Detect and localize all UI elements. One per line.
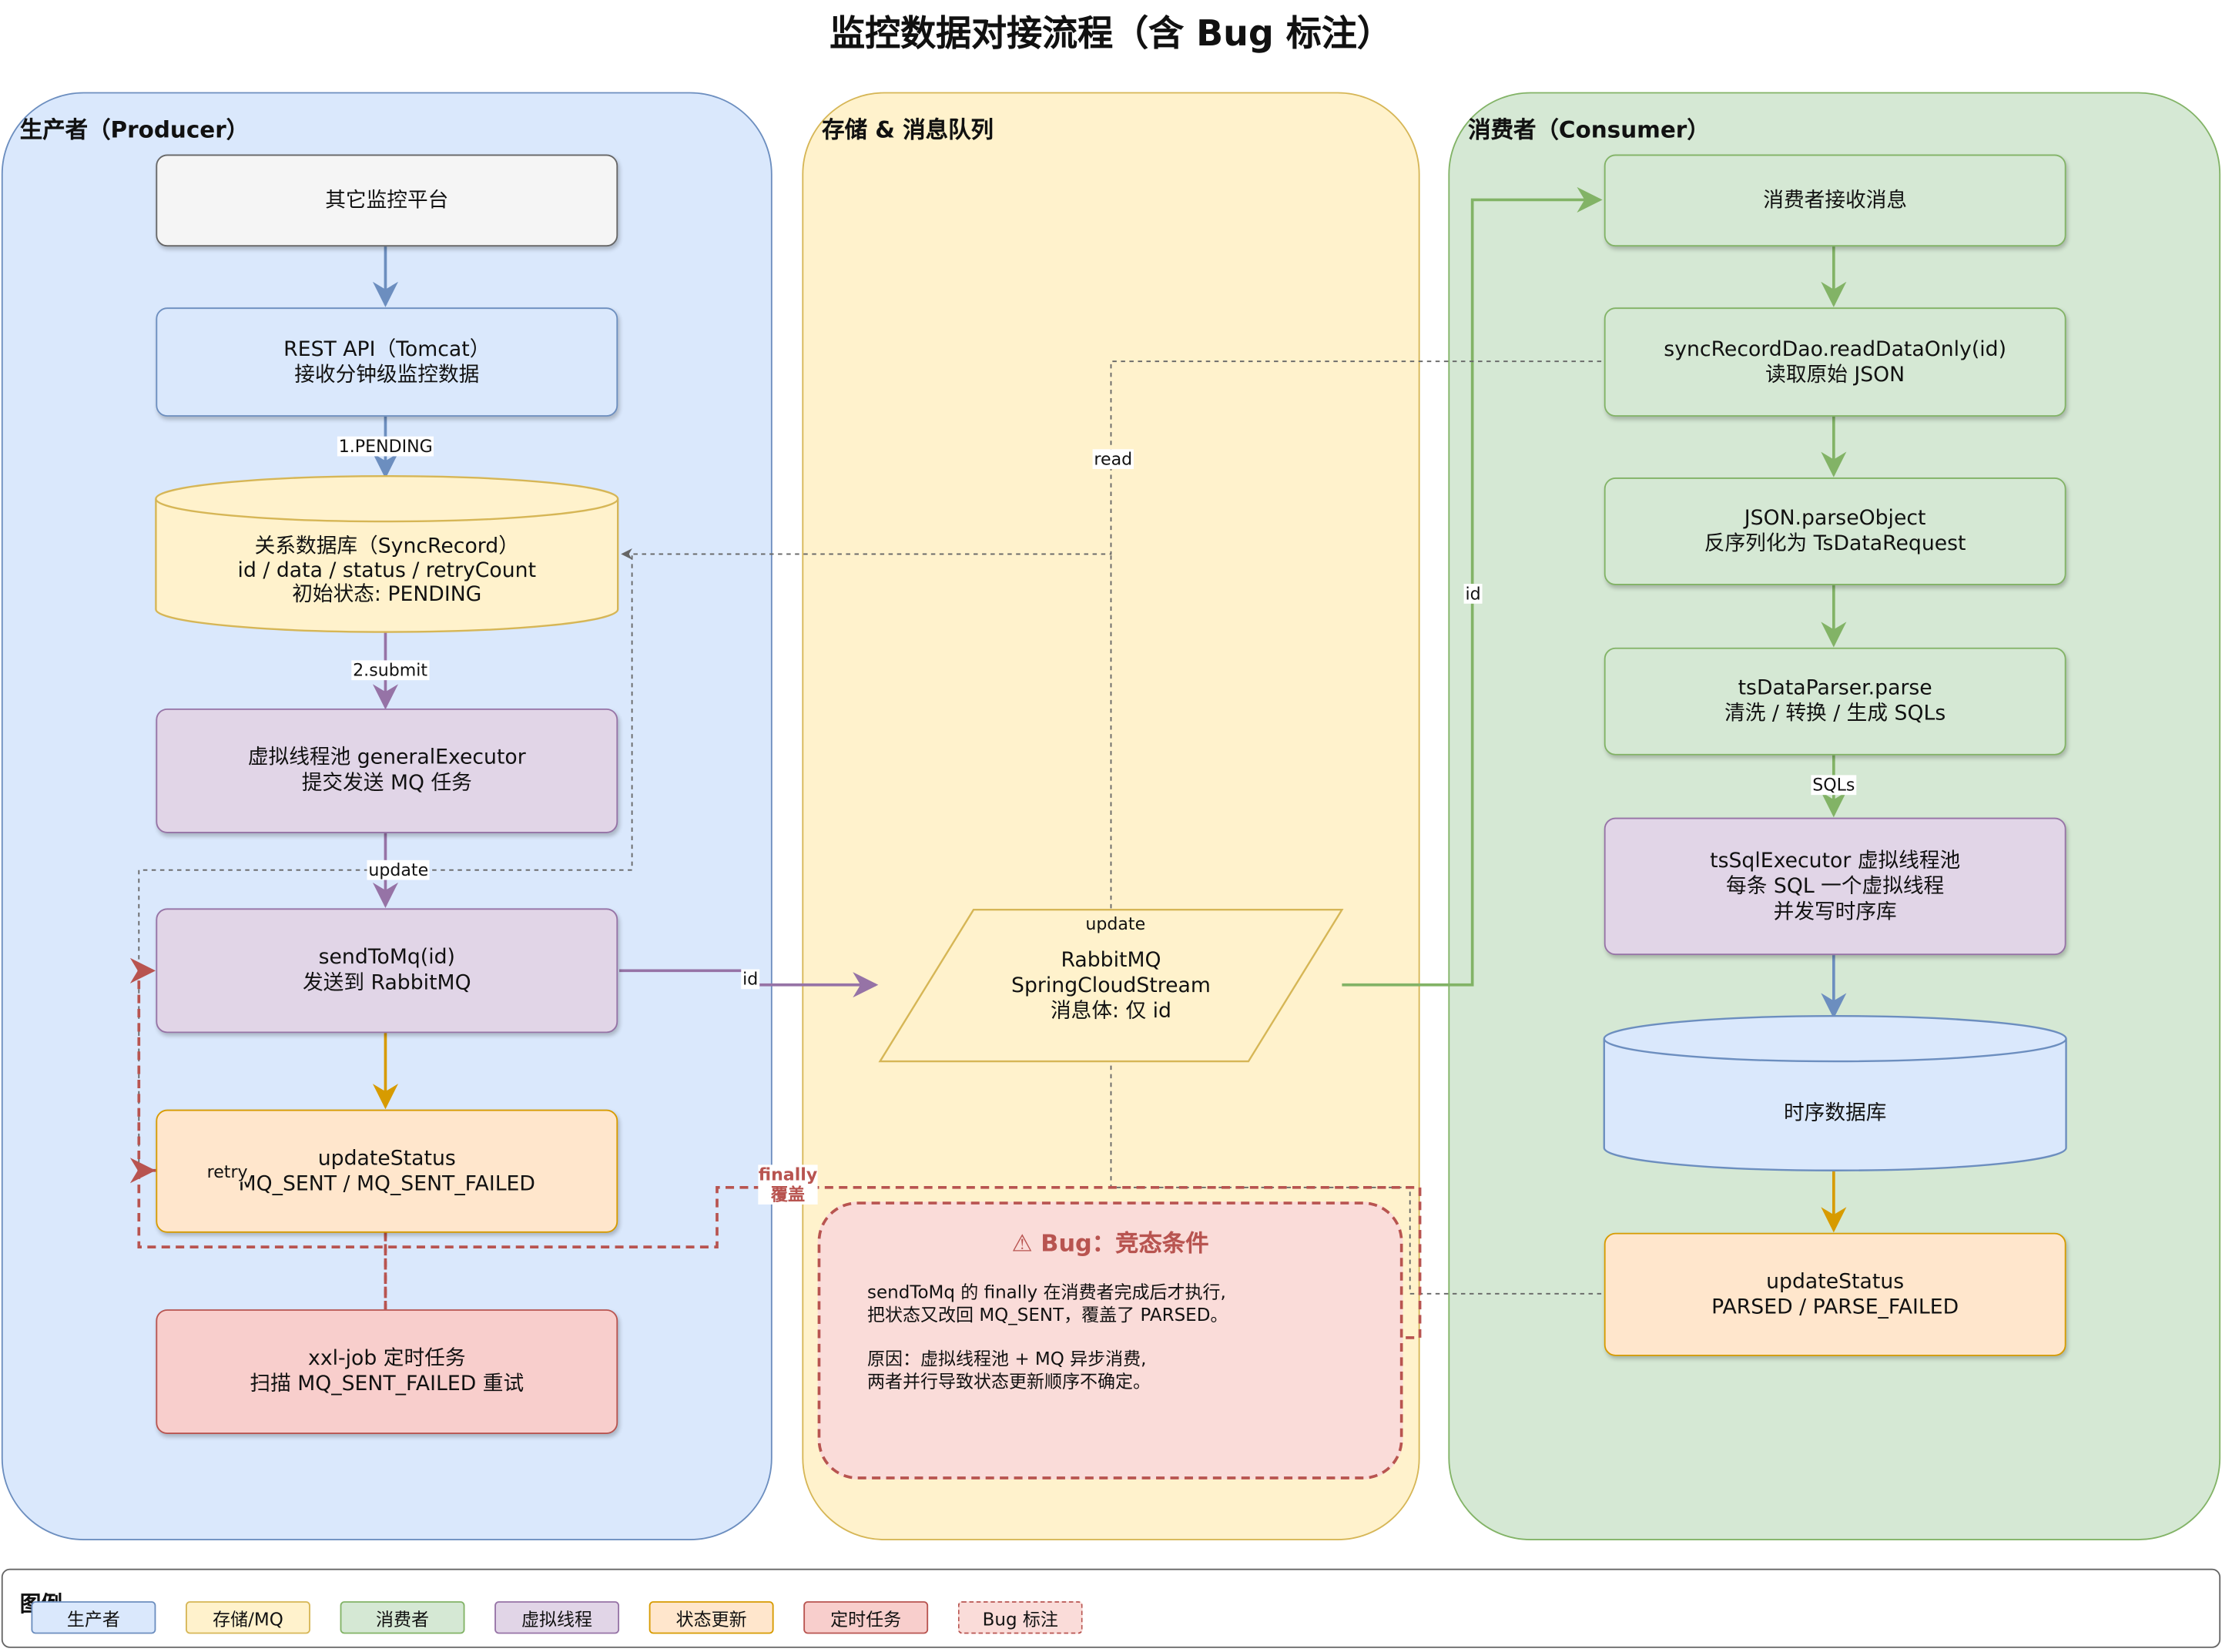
node-parse-object: JSON.parseObject 反序列化为 TsDataRequest xyxy=(1604,478,2066,585)
lane-storage-title: 存储 & 消息队列 xyxy=(822,116,994,143)
legend-item-producer: 生产者 xyxy=(31,1601,156,1634)
bug-annotation-box xyxy=(817,1201,1403,1479)
node-ts-sql-executor: tsSqlExecutor 虚拟线程池 每条 SQL 一个虚拟线程 并发写时序库 xyxy=(1604,817,2066,956)
label-read: read xyxy=(1092,449,1134,470)
legend-frame xyxy=(1,1568,2221,1648)
lane-producer-title: 生产者（Producer） xyxy=(19,116,250,143)
relational-db-shape xyxy=(155,475,619,633)
node-xxl-job: xxl-job 定时任务 扫描 MQ_SENT_FAILED 重试 xyxy=(156,1309,618,1434)
label-submit: 2.submit xyxy=(351,660,429,681)
bug-description: sendToMq 的 finally 在消费者完成后才执行, 把状态又改回 MQ… xyxy=(867,1281,1228,1325)
node-relational-db-text: 关系数据库（SyncRecord） id / data / status / r… xyxy=(237,535,537,607)
node-read-data-only: syncRecordDao.readDataOnly(id) 读取原始 JSON xyxy=(1604,307,2066,417)
label-retry: retry xyxy=(205,1161,250,1182)
label-update-mq: update xyxy=(1084,913,1147,934)
node-send-to-mq: sendToMq(id) 发送到 RabbitMQ xyxy=(156,908,618,1034)
node-timeseries-db-text: 时序数据库 xyxy=(1783,1102,1887,1125)
node-producer-update-status: updateStatus MQ_SENT / MQ_SENT_FAILED xyxy=(156,1109,618,1233)
bug-title: ⚠ Bug：竞态条件 xyxy=(1011,1230,1209,1257)
edge-finally-overwrite xyxy=(137,1170,1422,1339)
node-consumer-update-status: updateStatus PARSED / PARSE_FAILED xyxy=(1604,1232,2066,1356)
label-update-left: update xyxy=(367,860,431,880)
bug-cause: 原因：虚拟线程池 + MQ 异步消费, 两者并行导致状态更新顺序不确定。 xyxy=(867,1347,1151,1392)
node-rabbitmq-text: RabbitMQ SpringCloudStream 消息体: 仅 id xyxy=(1011,949,1211,1024)
label-id-to-consumer: id xyxy=(1463,584,1483,604)
legend-item-storage: 存储/MQ xyxy=(186,1601,310,1634)
node-rest-api: REST API（Tomcat） 接收分钟级监控数据 xyxy=(156,307,618,417)
timeseries-db-shape xyxy=(1603,1015,2067,1171)
legend-item-consumer: 消费者 xyxy=(340,1601,465,1634)
node-consumer-receive: 消费者接收消息 xyxy=(1604,154,2066,247)
label-id-to-mq: id xyxy=(741,969,760,990)
legend-item-virtual-thread: 虚拟线程 xyxy=(494,1601,620,1634)
diagram-title: 监控数据对接流程（含 Bug 标注） xyxy=(829,12,1393,54)
legend-item-status-update: 状态更新 xyxy=(649,1601,774,1634)
legend-item-bug: Bug 标注 xyxy=(957,1601,1083,1634)
rabbitmq-shape xyxy=(878,909,1344,1063)
lane-consumer-title: 消费者（Consumer） xyxy=(1468,116,1710,143)
label-pending: 1.PENDING xyxy=(337,436,434,457)
node-general-executor: 虚拟线程池 generalExecutor 提交发送 MQ 任务 xyxy=(156,708,618,833)
edge-producer-update-to-db xyxy=(138,553,633,1172)
node-ts-data-parser: tsDataParser.parse 清洗 / 转换 / 生成 SQLs xyxy=(1604,647,2066,756)
label-sqls: SQLs xyxy=(1811,775,1857,796)
legend-item-scheduled-job: 定时任务 xyxy=(803,1601,929,1634)
node-other-platform: 其它监控平台 xyxy=(156,154,618,247)
label-finally-overwrite: finally 覆盖 xyxy=(758,1164,818,1205)
